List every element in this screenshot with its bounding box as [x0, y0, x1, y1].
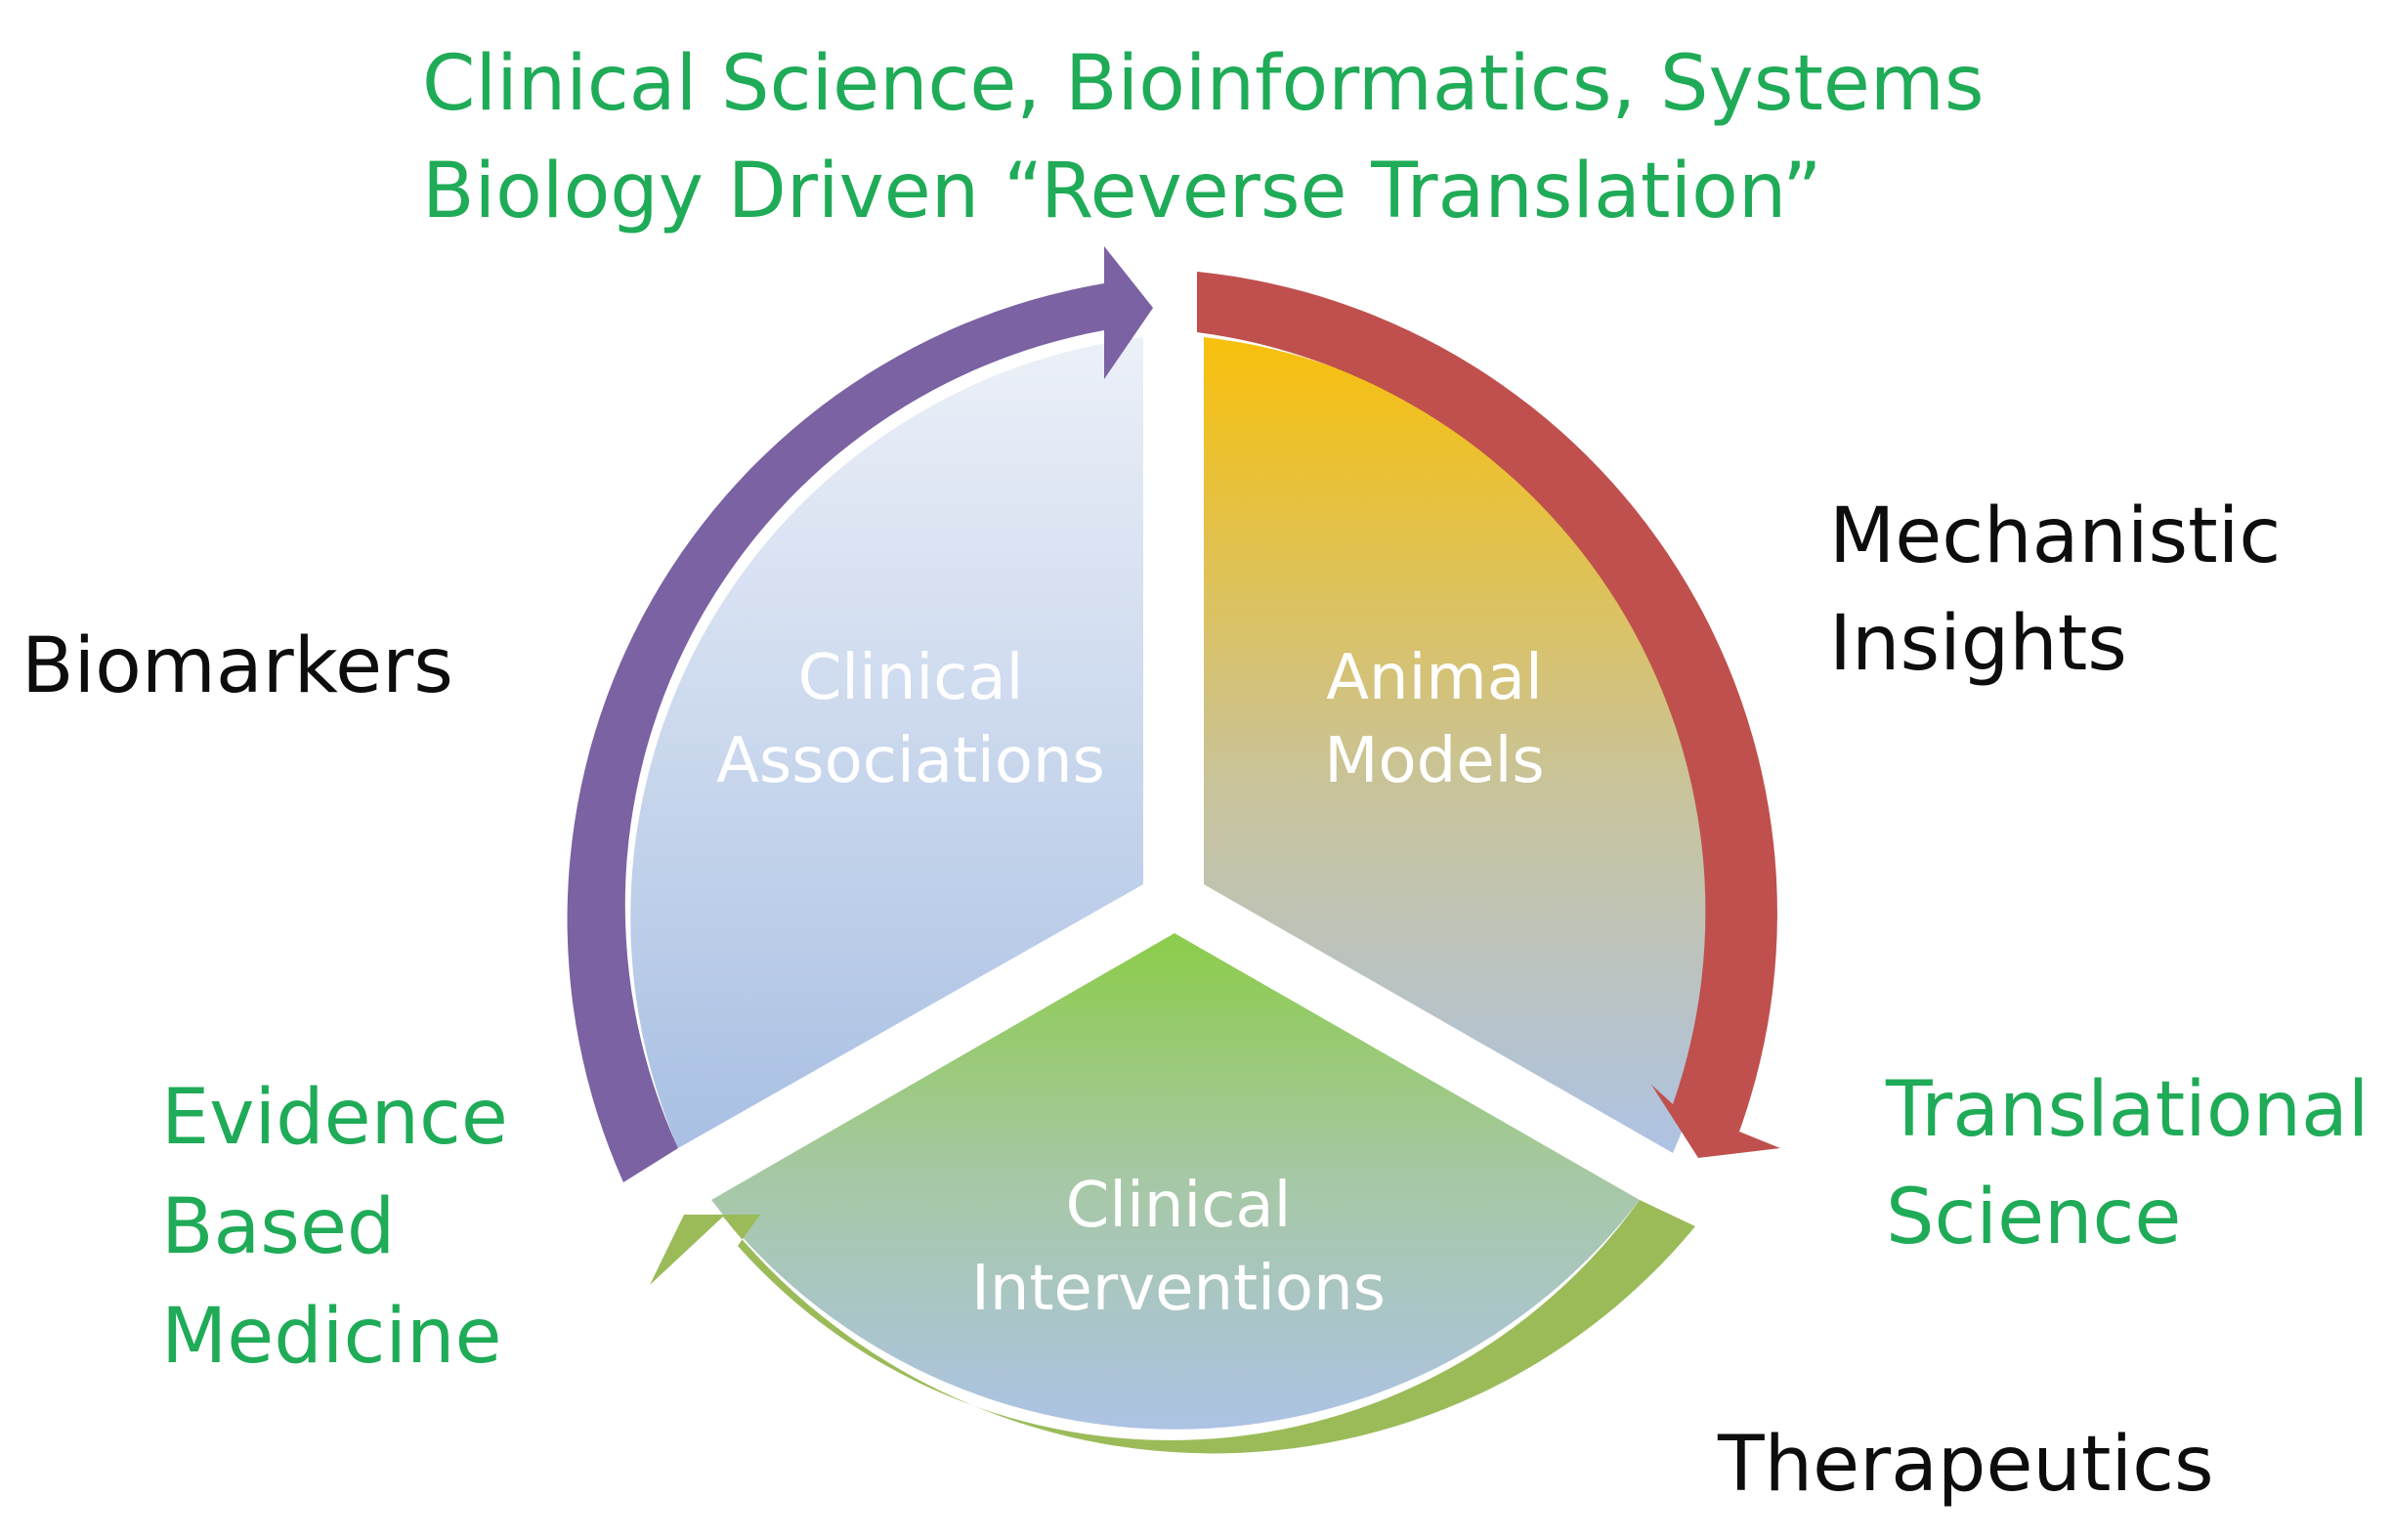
mechanistic-insights-label-1: Mechanistic: [1829, 492, 2281, 580]
animal-models-sector: [1204, 337, 1723, 1153]
title-line-1: Clinical Science, Bioinformatics, System…: [422, 40, 1985, 128]
red-cycle-arrow: [1197, 272, 1780, 1158]
evidence-based-medicine-label-1: Evidence: [161, 1074, 508, 1162]
title-line-2: Biology Driven “Reverse Translation”: [422, 148, 1821, 235]
biomarkers-label: Biomarkers: [21, 622, 453, 710]
mechanistic-insights-label-2: Insights: [1829, 600, 2127, 688]
clinical-interventions-sector: [711, 933, 1640, 1430]
clinical-associations-sector: [630, 337, 1143, 1148]
evidence-based-medicine-label-2: Based: [161, 1183, 395, 1271]
green-cycle-arrow: [650, 1200, 1695, 1454]
clinical-associations-label-2: Associations: [716, 725, 1105, 797]
animal-models-label-1: Animal: [1326, 642, 1542, 714]
evidence-based-medicine-label-3: Medicine: [161, 1293, 501, 1381]
animal-models-label-2: Models: [1324, 725, 1545, 797]
clinical-interventions-label-2: Interventions: [971, 1253, 1386, 1325]
translational-science-label-1: Translational: [1885, 1066, 2369, 1154]
translational-science-label-2: Science: [1886, 1174, 2181, 1262]
clinical-associations-label-1: Clinical: [798, 642, 1024, 714]
purple-cycle-arrow: [567, 246, 1153, 1182]
clinical-interventions-label-1: Clinical: [1066, 1170, 1292, 1242]
therapeutics-label: Therapeutics: [1717, 1421, 2214, 1509]
